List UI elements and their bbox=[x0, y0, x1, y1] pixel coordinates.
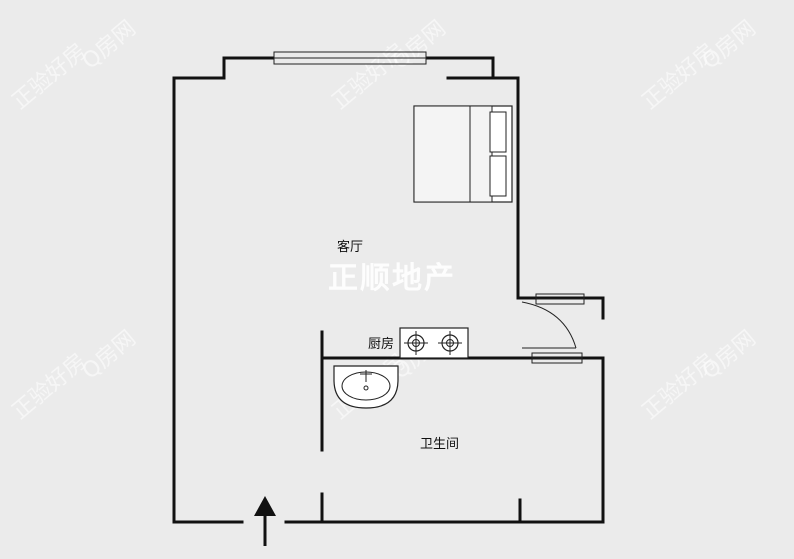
wall-top-left bbox=[172, 76, 244, 524]
wall-right-lower bbox=[516, 356, 605, 524]
watermark-text: 正验好房 bbox=[8, 39, 91, 115]
window-niche-left bbox=[222, 56, 274, 80]
room-label-kitchen: 厨房 bbox=[368, 336, 394, 352]
bed-pillow-top bbox=[489, 111, 507, 153]
entrance-arrow bbox=[254, 496, 276, 546]
watermark-text: 正验好房 bbox=[8, 349, 91, 425]
right-door bbox=[521, 293, 585, 364]
window-niche-right bbox=[426, 56, 495, 80]
door-swing bbox=[521, 301, 577, 349]
watermark-pattern: 正验好房 Q房网 正验好房 Q房网 正验好房 Q房网 正验好房 Q房网 正验好房… bbox=[8, 16, 761, 425]
room-label-living: 客厅 bbox=[337, 239, 363, 255]
stove bbox=[399, 327, 469, 359]
sink-basin bbox=[333, 365, 399, 409]
arrow-head-icon bbox=[254, 496, 276, 516]
bed-pillow-bottom bbox=[489, 155, 507, 197]
sink bbox=[333, 365, 399, 409]
top-window bbox=[222, 51, 495, 80]
exterior-walls bbox=[172, 76, 605, 524]
brand-watermark: 正顺地产 bbox=[328, 261, 456, 296]
room-label-bathroom: 卫生间 bbox=[420, 437, 459, 452]
watermark-text: Q房网 bbox=[78, 16, 141, 75]
sink-drain bbox=[363, 385, 369, 391]
bed-mattress bbox=[413, 105, 493, 203]
watermark-text: Q房网 bbox=[78, 326, 141, 385]
bed bbox=[413, 105, 513, 203]
